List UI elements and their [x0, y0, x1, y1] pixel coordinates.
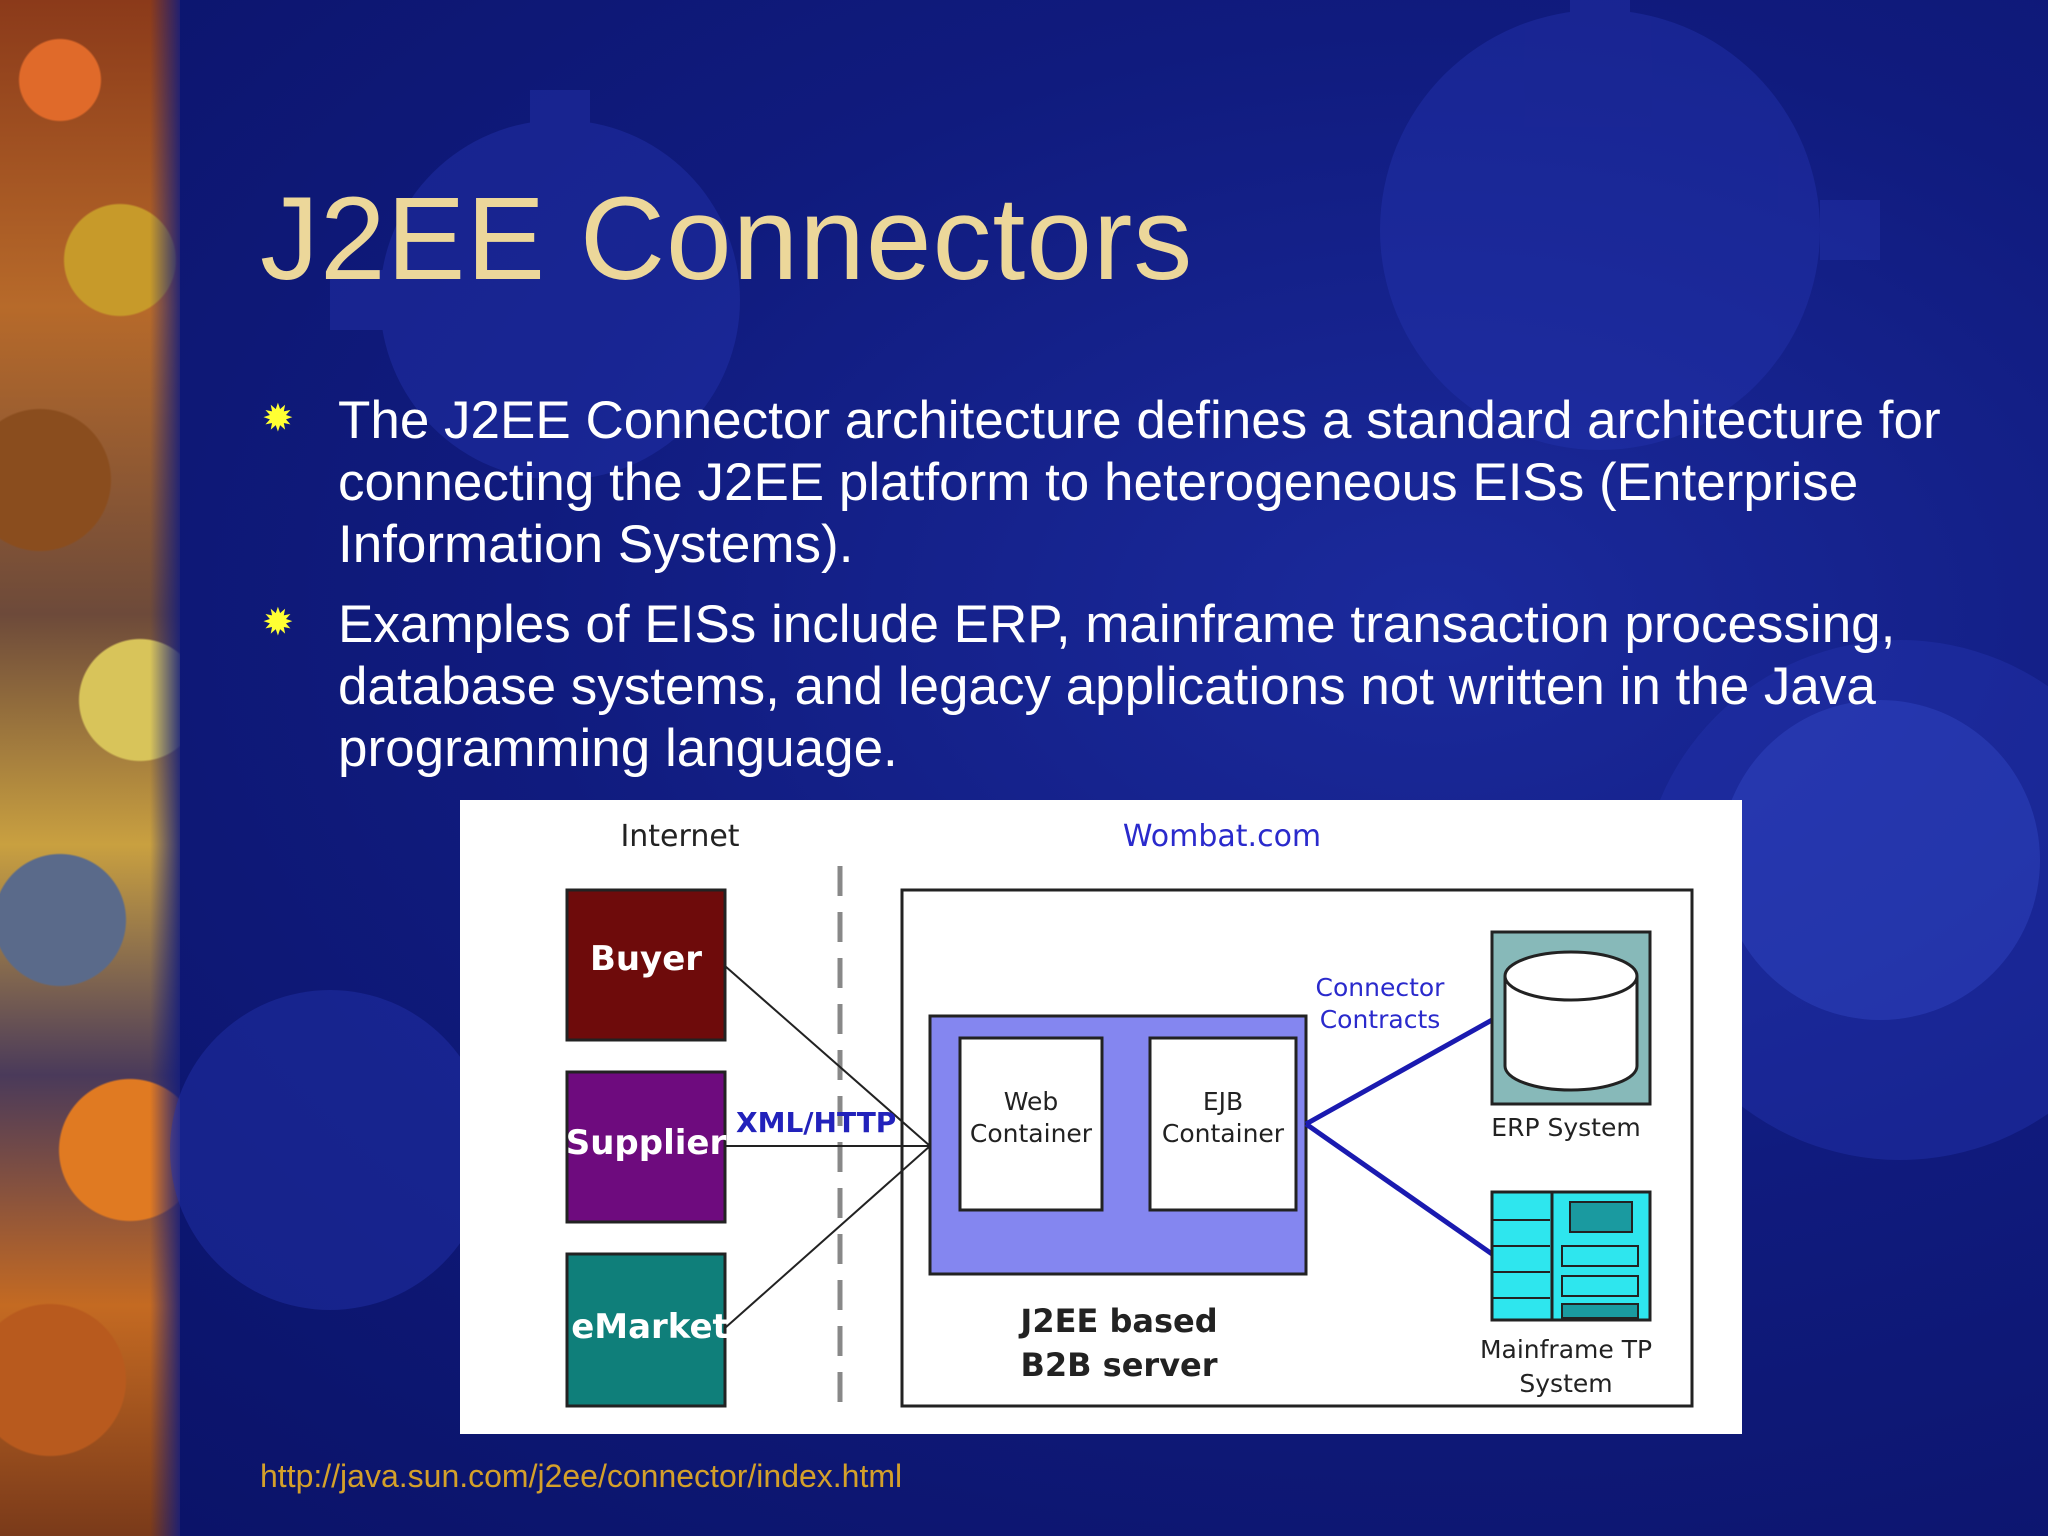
bullet-text: Examples of EISs include ERP, mainframe … — [338, 595, 1896, 778]
supplier-box — [565, 1070, 727, 1224]
mainframe-label-line1: Mainframe TP — [1480, 1335, 1652, 1364]
http-connection-lines — [724, 965, 931, 1329]
decorative-side-strip — [0, 0, 180, 1536]
server-label-line1: J2EE based — [1018, 1302, 1217, 1340]
connector-contracts-line2: Contracts — [1320, 1005, 1441, 1034]
emarket-label: eMarket — [571, 1307, 729, 1347]
bullet-list: ✹ The J2EE Connector architecture define… — [262, 390, 2002, 798]
erp-system-label: ERP System — [1491, 1113, 1640, 1142]
supplier-label: Supplier — [566, 1123, 727, 1163]
protocol-label: XML/HTTP — [736, 1106, 896, 1139]
buyer-box — [565, 888, 727, 1042]
wombat-domain-box — [900, 888, 1694, 1408]
emarket-box — [565, 1252, 727, 1408]
database-icon — [1503, 950, 1639, 1092]
mainframe-label-line2: System — [1519, 1369, 1612, 1398]
bullet-item: ✹ Examples of EISs include ERP, mainfram… — [262, 594, 2002, 780]
server-label-line2: B2B server — [1020, 1346, 1217, 1384]
bullet-item: ✹ The J2EE Connector architecture define… — [262, 390, 2002, 576]
mainframe-icon — [1490, 1190, 1652, 1322]
starburst-bullet-icon: ✹ — [262, 602, 294, 644]
source-link[interactable]: http://java.sun.com/j2ee/connector/index… — [260, 1458, 903, 1494]
bullet-text: The J2EE Connector architecture defines … — [338, 391, 1941, 574]
architecture-diagram: Internet Wombat.com Buyer Supplier eMark… — [460, 800, 1742, 1434]
connector-contracts-line1: Connector — [1316, 973, 1446, 1002]
connector-contract-lines — [1304, 1017, 1494, 1257]
ejb-container-box — [1148, 1036, 1298, 1212]
wombat-label: Wombat.com — [1123, 819, 1321, 854]
slide-title: J2EE Connectors — [260, 173, 1194, 305]
buyer-label: Buyer — [590, 939, 702, 979]
web-container-label-line2: Container — [970, 1119, 1093, 1148]
web-container-label-line1: Web — [1004, 1087, 1059, 1116]
starburst-bullet-icon: ✹ — [262, 398, 294, 440]
web-container-box — [958, 1036, 1104, 1212]
ejb-container-label-line1: EJB — [1203, 1087, 1243, 1116]
internet-label: Internet — [620, 819, 739, 854]
ejb-container-label-line2: Container — [1162, 1119, 1285, 1148]
